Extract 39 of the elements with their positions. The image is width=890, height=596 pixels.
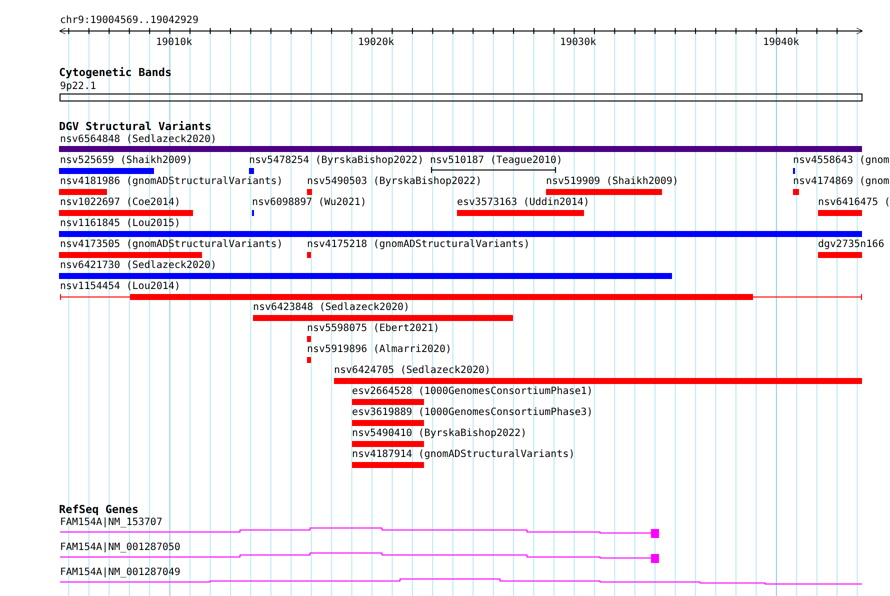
feature-label: nsv6416475 ( (818, 197, 890, 208)
feature-label: nsv1161845 (Lou2015) (60, 218, 180, 229)
feature-label: nsv6423848 (Sedlazeck2020) (253, 302, 410, 313)
feature-label: nsv5490503 (ByrskaBishop2022) (307, 176, 482, 187)
feature-label: nsv4174869 (gnom (793, 176, 890, 187)
feature-label: nsv510187 (Teague2010) (430, 155, 562, 166)
tick-label: 19020k (358, 37, 394, 48)
track-title: DGV Structural Variants (59, 121, 212, 132)
feature-label: nsv4175218 (gnomADStructuralVariants) (307, 239, 530, 250)
band-label: 9p22.1 (60, 81, 96, 92)
tick-label: 19010k (156, 37, 192, 48)
feature-label: nsv5919896 (Almarri2020) (307, 344, 452, 355)
feature-label: nsv4558643 (gnom (793, 155, 890, 166)
feature-label: nsv5478254 (ByrskaBishop2022) (249, 155, 424, 166)
feature-label: nsv519909 (Shaikh2009) (546, 176, 678, 187)
tick-label: 19040k (763, 37, 800, 48)
feature-label: nsv4173505 (gnomADStructuralVariants) (60, 239, 283, 250)
feature-label: nsv6098897 (Wu2021) (252, 197, 366, 208)
feature-label: dgv2735n166 (818, 239, 884, 250)
feature-label: nsv5598075 (Ebert2021) (307, 323, 440, 334)
feature-label: nsv1022697 (Coe2014) (60, 197, 180, 208)
feature-label: esv3573163 (Uddin2014) (457, 197, 590, 208)
feature-label: nsv4181986 (gnomADStructuralVariants) (60, 176, 283, 187)
feature-label: nsv525659 (Shaikh2009) (60, 155, 192, 166)
gene-label: FAM154A|NM_001287050 (60, 542, 180, 553)
feature-label: esv2664528 (1000GenomesConsortiumPhase1) (352, 386, 593, 397)
track-title: RefSeq Genes (59, 504, 138, 515)
tick-label: 19030k (560, 37, 596, 48)
feature-label: nsv4187914 (gnomADStructuralVariants) (352, 449, 575, 460)
feature-label: nsv6424705 (Sedlazeck2020) (334, 365, 491, 376)
feature-label: esv3619889 (1000GenomesConsortiumPhase3) (352, 407, 593, 418)
locus-label: chr9:19004569..19042929 (60, 15, 198, 26)
feature-label: nsv1154454 (Lou2014) (60, 281, 180, 292)
gene-label: FAM154A|NM_153707 (60, 517, 162, 528)
track-title: Cytogenetic Bands (59, 67, 172, 78)
feature-label: nsv6421730 (Sedlazeck2020) (60, 260, 217, 271)
feature-label: nsv5490410 (ByrskaBishop2022) (352, 428, 527, 439)
feature-label: nsv6564848 (Sedlazeck2020) (60, 134, 217, 145)
gene-label: FAM154A|NM_001287049 (60, 567, 180, 578)
